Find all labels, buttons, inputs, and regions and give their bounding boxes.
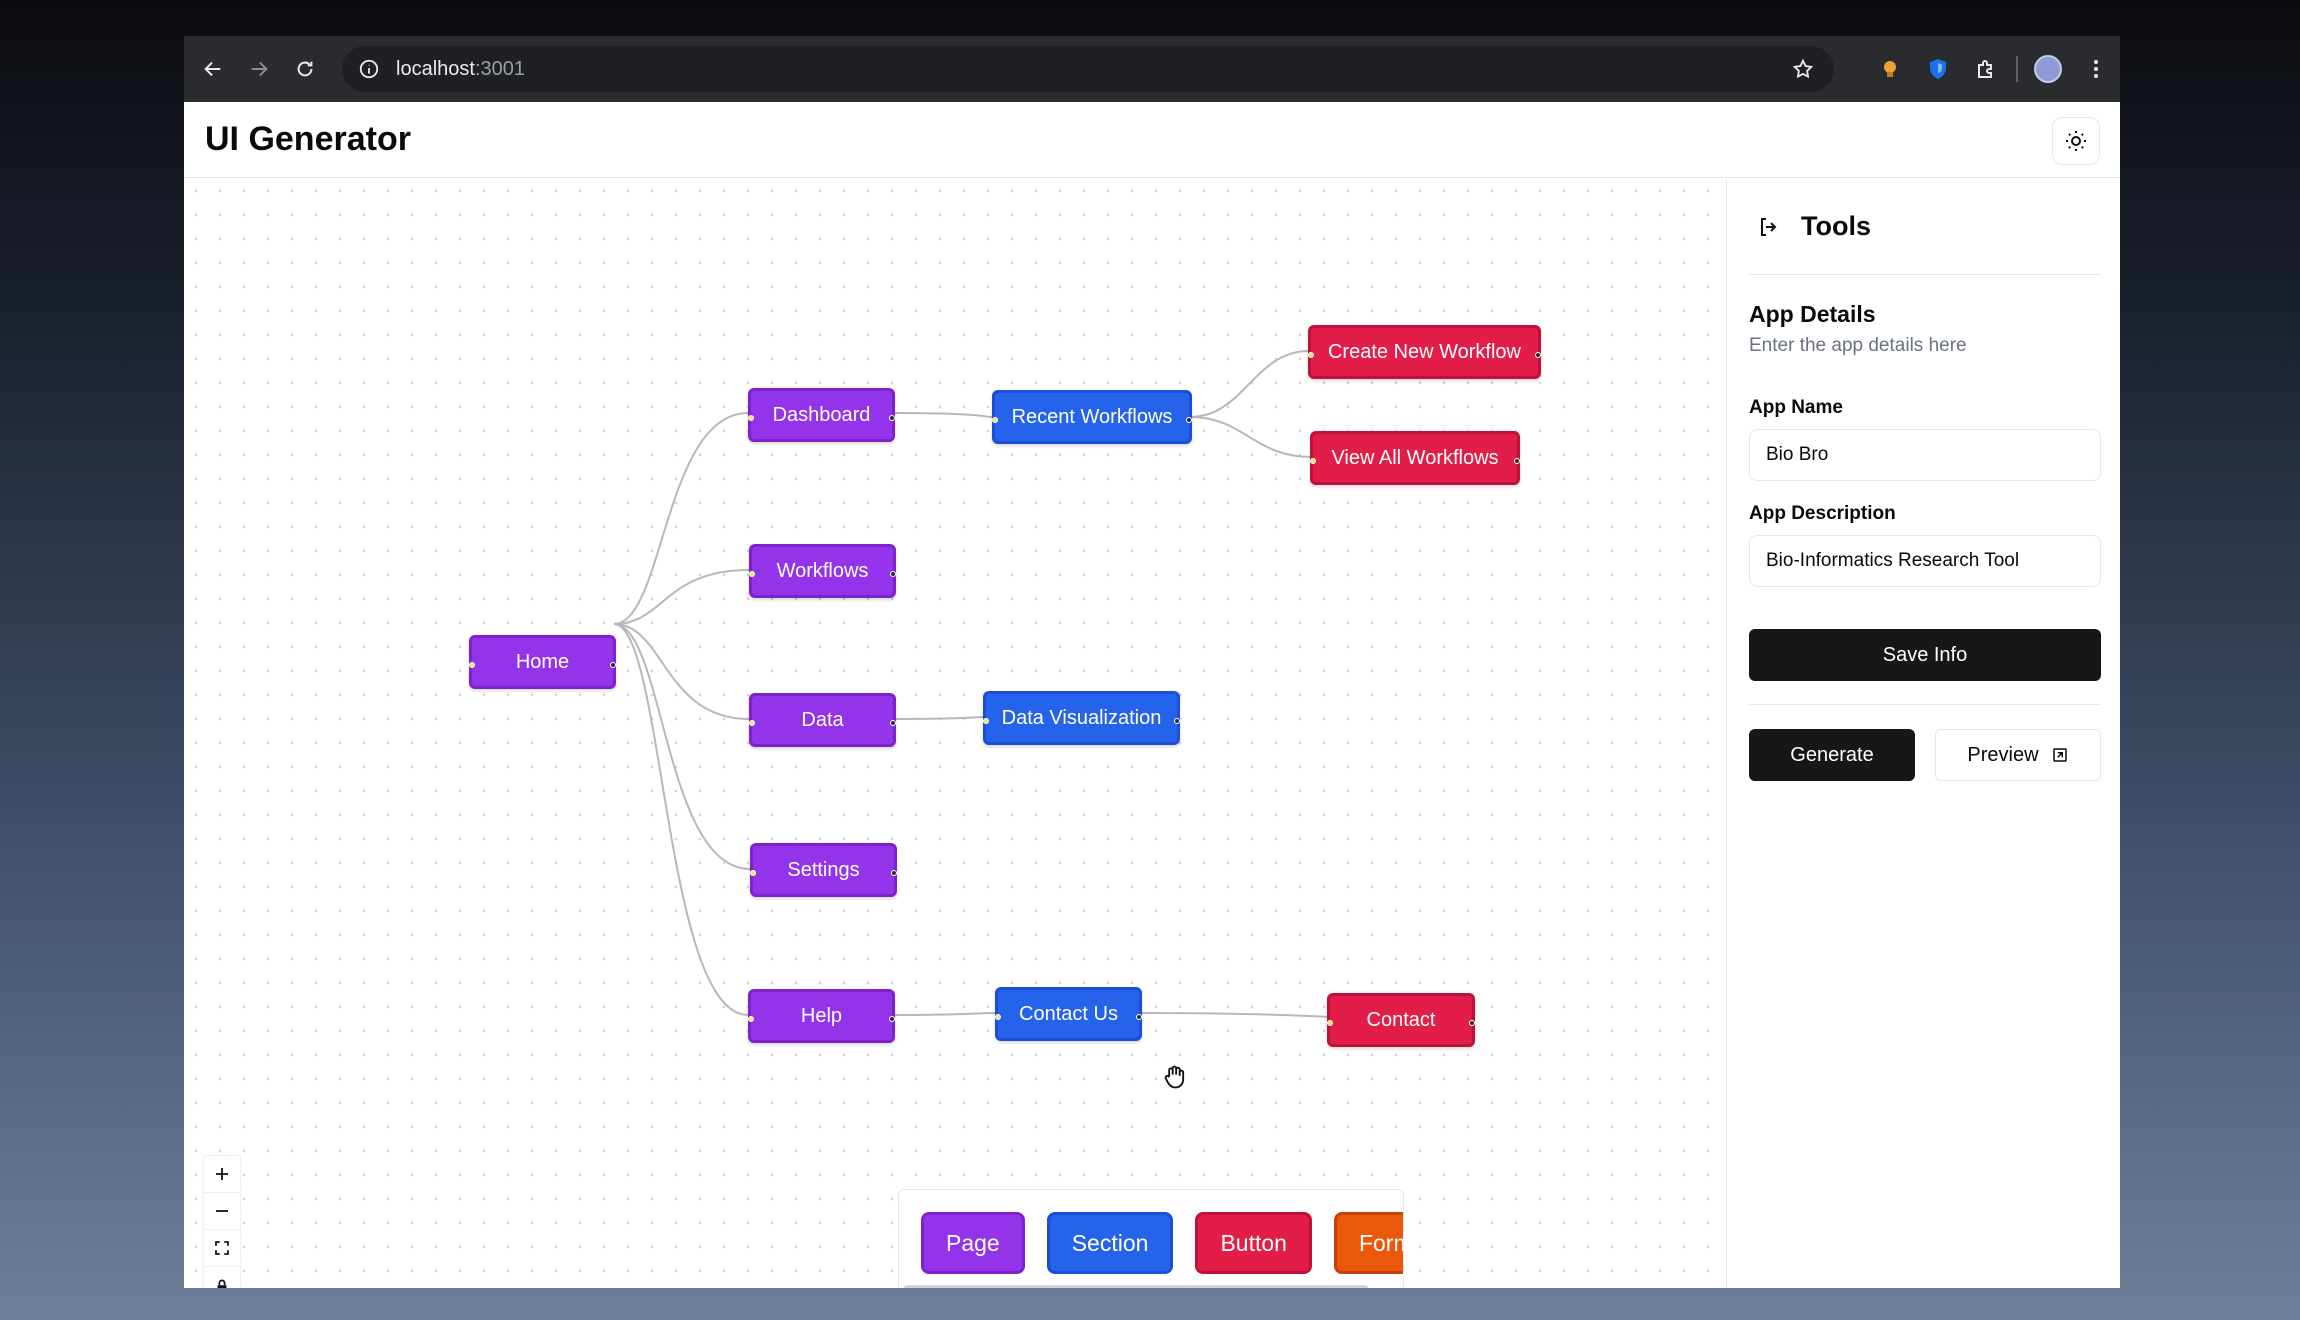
node-create-new-workflow[interactable]: Create New Workflow (1308, 325, 1541, 379)
app-header: UI Generator (184, 102, 2120, 178)
node-view-all-workflows[interactable]: View All Workflows (1310, 431, 1520, 485)
url-port: :3001 (474, 57, 525, 80)
edge-recent-viewall (1189, 416, 1312, 458)
tools-header: Tools (1757, 211, 1871, 242)
node-contact[interactable]: Contact (1327, 993, 1475, 1047)
component-palette: Page Section Button Form (898, 1189, 1404, 1288)
edge-home-settings (613, 623, 751, 870)
edge-help-contactus (893, 1012, 997, 1016)
node-data[interactable]: Data (749, 693, 896, 747)
fit-view-button[interactable] (204, 1230, 240, 1267)
section-subtitle: Enter the app details here (1749, 335, 1967, 356)
toolbar-separator (2016, 56, 2018, 82)
extensions-area (1866, 46, 2120, 92)
app-name-input[interactable] (1749, 429, 2101, 481)
edge-data-viz (894, 716, 985, 720)
node-home[interactable]: Home (469, 635, 616, 689)
generate-button[interactable]: Generate (1749, 729, 1915, 781)
node-settings[interactable]: Settings (750, 843, 897, 897)
palette-page[interactable]: Page (921, 1212, 1025, 1274)
palette-form[interactable]: Form (1333, 1212, 1403, 1274)
browser-toolbar: localhost:3001 (184, 36, 2120, 102)
sun-icon (2066, 131, 2086, 151)
bookmark-star-icon[interactable] (1792, 58, 1814, 80)
lock-icon (217, 1279, 227, 1288)
lock-button[interactable] (204, 1267, 240, 1288)
browser-window: localhost:3001 UI Generator (184, 36, 2120, 1288)
section-title: App Details (1749, 301, 1876, 327)
divider (1749, 274, 2101, 275)
address-bar[interactable]: localhost:3001 (342, 46, 1834, 92)
edge-dashboard-recent (893, 412, 993, 418)
node-help[interactable]: Help (748, 989, 895, 1043)
zoom-in-button[interactable] (204, 1156, 240, 1193)
profile-avatar[interactable] (2024, 46, 2072, 92)
preview-button[interactable]: Preview (1935, 729, 2101, 781)
edge-contactus-contact (1140, 1012, 1344, 1020)
app-name-label: App Name (1749, 397, 1843, 418)
site-info-icon[interactable] (358, 58, 380, 80)
palette-scrollbar[interactable] (903, 1285, 1369, 1288)
reload-icon[interactable] (282, 46, 328, 92)
grab-hand-icon (1164, 1065, 1185, 1089)
plus-icon (216, 1168, 228, 1180)
edge-home-help (613, 623, 749, 1016)
more-menu-icon[interactable] (2072, 46, 2120, 92)
extension-shield-icon[interactable] (1914, 46, 1962, 92)
node-contact-us[interactable]: Contact Us (995, 987, 1142, 1041)
flow-canvas[interactable]: Home Dashboard Workflows Data Settings H… (184, 179, 1725, 1288)
collapse-sidebar-icon[interactable] (1757, 215, 1781, 239)
palette-section[interactable]: Section (1046, 1212, 1174, 1274)
preview-label: Preview (1967, 743, 2039, 766)
divider (1749, 704, 2101, 705)
zoom-controls (204, 1156, 240, 1288)
edge-home-workflows (613, 569, 750, 625)
palette-button[interactable]: Button (1195, 1212, 1312, 1274)
edge-home-dashboard (613, 412, 749, 625)
fit-view-icon (215, 1241, 229, 1255)
back-icon[interactable] (190, 46, 236, 92)
url-host: localhost (396, 57, 475, 80)
external-link-icon (2052, 748, 2067, 762)
forward-icon[interactable] (236, 46, 282, 92)
node-recent-workflows[interactable]: Recent Workflows (992, 390, 1192, 444)
extensions-puzzle-icon[interactable] (1962, 46, 2010, 92)
tools-title: Tools (1801, 211, 1871, 241)
node-data-visualization[interactable]: Data Visualization (983, 691, 1180, 745)
edge-recent-create (1189, 350, 1310, 418)
save-info-button[interactable]: Save Info (1749, 629, 2101, 681)
node-workflows[interactable]: Workflows (749, 544, 896, 598)
tools-sidebar: Tools App Details Enter the app details … (1726, 179, 2120, 1288)
app-title: UI Generator (205, 120, 411, 158)
zoom-out-button[interactable] (204, 1193, 240, 1230)
app-description-input[interactable] (1749, 535, 2101, 587)
edge-home-data (613, 623, 750, 720)
app-description-label: App Description (1749, 503, 1896, 524)
theme-toggle-button[interactable] (2052, 117, 2100, 165)
extension-fox-icon[interactable] (1866, 46, 1914, 92)
node-dashboard[interactable]: Dashboard (748, 388, 895, 442)
minus-icon (216, 1210, 228, 1212)
